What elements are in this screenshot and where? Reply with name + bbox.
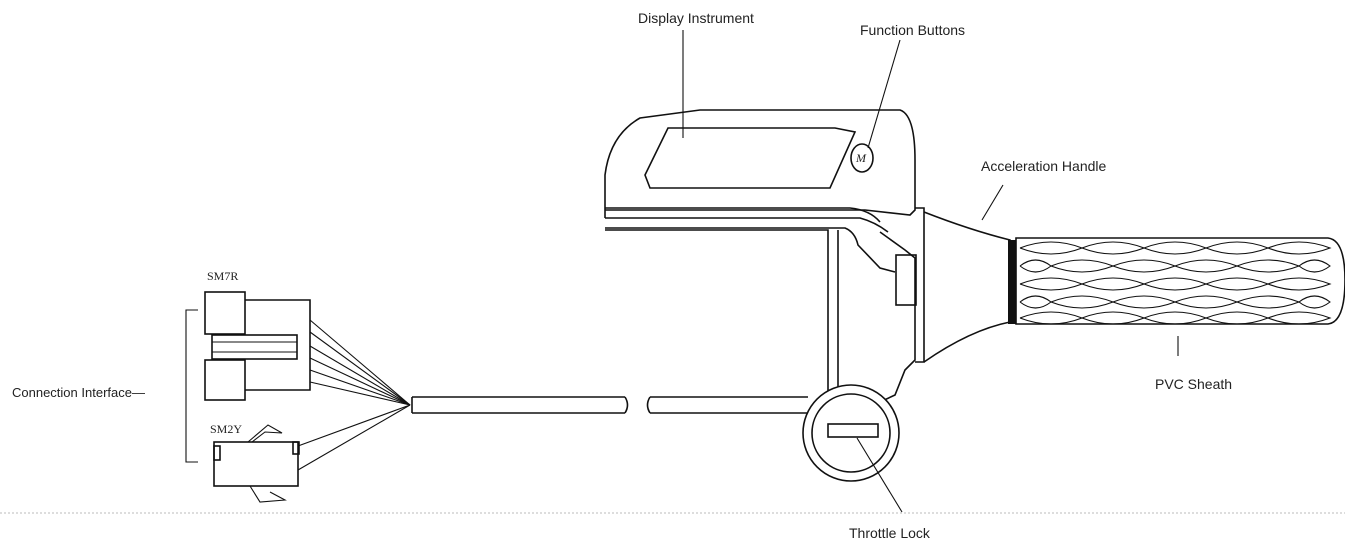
grip-lozenge: [1081, 311, 1146, 325]
cable: [411, 396, 808, 414]
fanout-wires: [297, 319, 411, 471]
grip-lozenge: [1205, 311, 1270, 325]
label-throttle-lock: Throttle Lock: [849, 525, 930, 541]
grip-lozenge: [1112, 259, 1177, 273]
acceleration-handle: [923, 211, 1011, 363]
grip-lozenge: [1174, 295, 1239, 309]
grip-lozenge: [1143, 277, 1208, 291]
grip-lozenge: [1143, 241, 1208, 255]
connection-bracket: [185, 309, 198, 463]
pvc-grip: [1008, 237, 1345, 325]
display-screen: [644, 127, 857, 189]
grip-lozenge: [1019, 277, 1084, 291]
grip-lozenge: [1050, 259, 1115, 273]
grip-lozenge: [1298, 295, 1331, 309]
grip-lozenge: [1050, 295, 1115, 309]
grip-lozenge: [1267, 241, 1332, 255]
grip-lozenge: [1267, 277, 1332, 291]
label-acceleration-handle: Acceleration Handle: [981, 158, 1107, 174]
label-sm7r: SM7R: [207, 269, 239, 283]
grip-lozenge: [1298, 259, 1331, 273]
grip-lozenge: [1081, 241, 1146, 255]
leader-lines: [682, 30, 1179, 513]
function-button: [850, 143, 874, 173]
sm7r-connector: [204, 291, 311, 401]
grip-lozenge: [1174, 259, 1239, 273]
label-display-instrument: Display Instrument: [638, 10, 754, 26]
label-pvc-sheath: PVC Sheath: [1155, 376, 1233, 392]
grip-lozenge: [1019, 241, 1084, 255]
grip-lozenge: [1081, 277, 1146, 291]
grip-lozenge: [1205, 277, 1270, 291]
grip-lozenge: [1019, 259, 1052, 273]
label-connection-interface: Connection Interface—: [12, 385, 145, 400]
grip-lozenge: [1205, 241, 1270, 255]
throttle-lock-ring: [802, 384, 900, 482]
grip-pattern: [1019, 241, 1332, 325]
sm2y-connector: [213, 424, 300, 503]
grip-lozenge: [1112, 295, 1177, 309]
grip-lozenge: [1019, 311, 1084, 325]
function-button-glyph: M: [856, 151, 866, 165]
label-function-buttons: Function Buttons: [860, 22, 966, 38]
grip-lozenge: [1236, 295, 1301, 309]
throttle-body: [605, 207, 925, 405]
grip-lozenge: [1143, 311, 1208, 325]
label-sm2y: SM2Y: [210, 422, 243, 436]
grip-lozenge: [1236, 259, 1301, 273]
display-housing: [604, 109, 916, 273]
grip-lozenge: [1267, 311, 1332, 325]
grip-lozenge: [1019, 295, 1052, 309]
